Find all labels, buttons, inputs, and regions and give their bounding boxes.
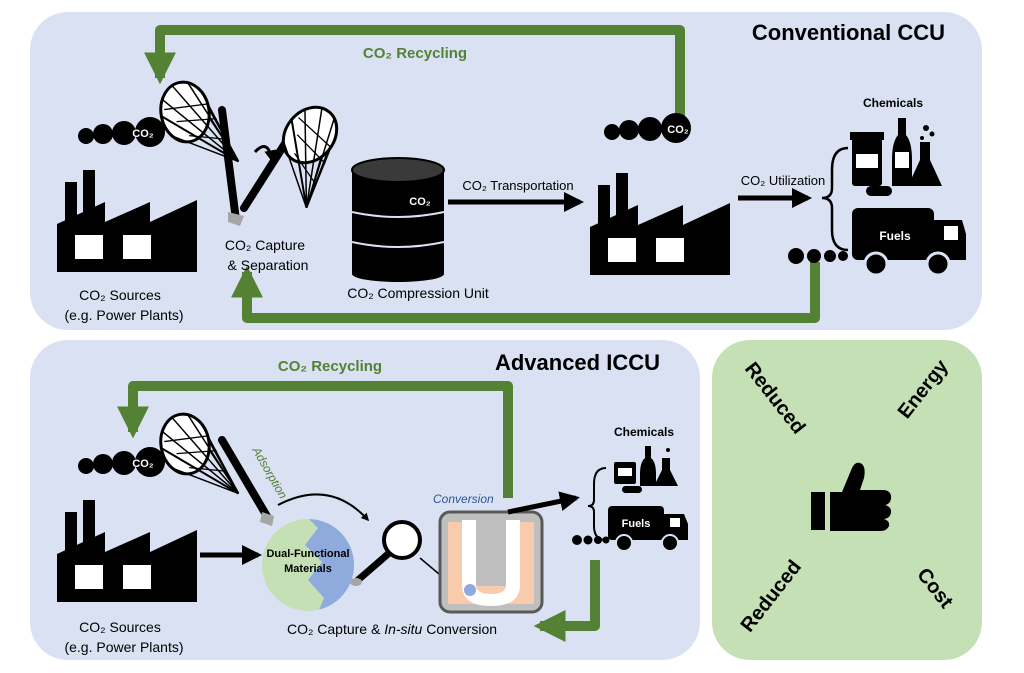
magnifier-icon	[350, 520, 422, 586]
iccu-utilization-arrow	[507, 491, 580, 515]
co2-return-arrow	[230, 262, 820, 323]
thumbs-up-icon	[811, 462, 892, 531]
chemicals-icon-2	[614, 446, 678, 493]
exhaust-icon	[788, 248, 848, 264]
compression-label: CO₂ Compression Unit	[347, 285, 489, 301]
dfm-label-line1: Dual-Functional	[266, 548, 349, 560]
products-bracket	[821, 146, 849, 252]
fuels-truck-icon	[852, 208, 966, 277]
adsorption-net-icon	[154, 405, 274, 526]
utilization-label: CO₂ Utilization	[741, 173, 826, 188]
iccu-return-arrow	[533, 560, 600, 643]
capture-label-line1: CO₂ Capture	[225, 237, 305, 253]
dfm-label-line2: Materials	[284, 563, 332, 575]
compression-barrel-icon	[351, 157, 445, 282]
exhaust-icon-2	[572, 535, 610, 545]
co2-smoke-tag: CO₂	[132, 128, 154, 140]
iccu-capture-prefix: CO₂ Capture &	[287, 621, 384, 637]
fuels-label-2: Fuels	[622, 518, 651, 530]
reactor-icon	[438, 510, 544, 614]
iccu-capture-suffix: Conversion	[422, 621, 497, 637]
co2-recycling-arrow-top	[143, 25, 685, 120]
sources-label-line1-2: CO₂ Sources	[79, 619, 161, 635]
advanced-iccu-title: Advanced ICCU	[495, 350, 660, 375]
conventional-ccu-title: Conventional CCU	[752, 20, 945, 45]
sources-label-line1: CO₂ Sources	[79, 287, 161, 303]
iccu-capture-insitu: In-situ	[384, 621, 422, 637]
iccu-products-bracket	[587, 467, 607, 541]
capture-label-line2: & Separation	[228, 257, 309, 273]
fuels-truck-icon-2	[608, 506, 688, 552]
conventional-ccu-panel	[30, 12, 982, 330]
iccu-recycling-arrow	[116, 381, 513, 498]
chemicals-icon	[850, 118, 942, 196]
sources-label-line2-2: (e.g. Power Plants)	[64, 639, 183, 655]
conversion-label: Conversion	[433, 492, 494, 506]
transportation-label: CO₂ Transportation	[462, 178, 573, 193]
sources-label-line2: (e.g. Power Plants)	[64, 307, 183, 323]
capture-net-icon	[154, 73, 365, 226]
chemicals-label: Chemicals	[863, 96, 923, 110]
iccu-capture-label: CO₂ Capture & In-situ Conversion	[287, 621, 497, 637]
barrel-co2-tag: CO₂	[409, 196, 431, 208]
iccu-recycling-label: CO₂ Recycling	[278, 358, 382, 375]
chemicals-label-2: Chemicals	[614, 425, 674, 439]
dfm-curve-arrow	[277, 493, 370, 522]
fuels-label: Fuels	[879, 229, 911, 243]
co2-smoke-tag-2: CO₂	[667, 124, 689, 136]
co2-smoke-tag-3: CO₂	[132, 458, 154, 470]
co2-recycling-label-top: CO₂ Recycling	[363, 45, 467, 62]
